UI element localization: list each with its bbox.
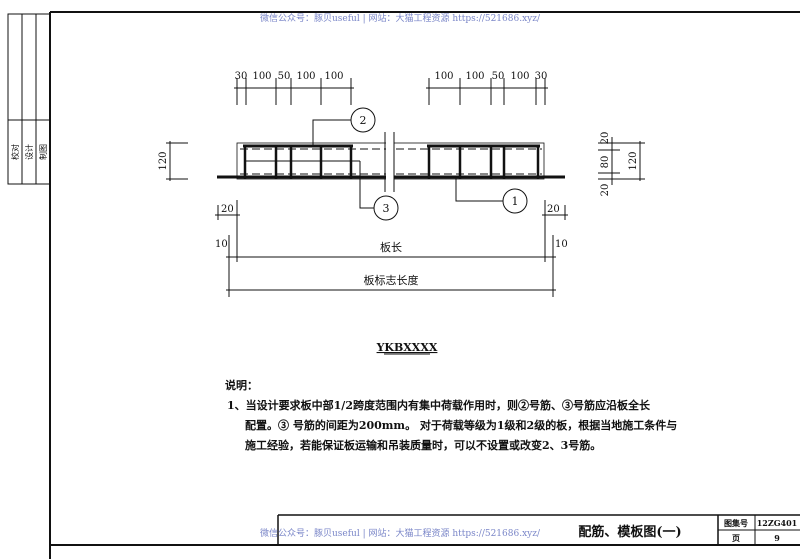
sidebar-roles: 校对 设计 制图	[10, 144, 48, 160]
dim-label: 50	[278, 71, 291, 82]
slab-section	[217, 107, 565, 221]
sheet-frame	[7, 11, 800, 559]
dim-label: 80	[600, 156, 611, 169]
dim-label: 120	[158, 151, 169, 170]
rebar-markers: 1 2 3	[360, 114, 519, 215]
dim-label: 100	[296, 71, 315, 82]
dim-label: 10	[215, 239, 228, 250]
dim-label: 100	[252, 71, 271, 82]
dim-label: 100	[324, 71, 343, 82]
page-number: 9	[774, 533, 780, 543]
dim-label: 100	[434, 71, 453, 82]
note-line: 施工经验，若能保证板运输和吊装质量时，可以不设置或改变2、3号筋。	[245, 438, 601, 452]
atlas-label: 图集号	[724, 518, 748, 528]
board-length-label: 板长	[380, 240, 402, 254]
note-line: 配置。③ 号筋的间距为200mm。 对于荷载等级为1级和2级的板，根据当地施工条…	[245, 418, 677, 432]
watermark-bottom: 微信公众号：豚贝useful | 网站：大猫工程资源 https://52168…	[260, 527, 541, 539]
top-dimensions	[234, 78, 548, 105]
length-dimensions	[215, 200, 568, 297]
marker-3: 3	[383, 202, 390, 215]
dim-label: 30	[535, 71, 548, 82]
height-dimensions	[166, 137, 645, 185]
note-line: 1、当设计要求板中部1/2跨度范围内有集中荷载作用时，则②号筋、③号筋应沿板全长	[227, 398, 651, 412]
dim-label: 50	[492, 71, 505, 82]
notes-heading: 说明：	[225, 378, 258, 392]
dim-label: 100	[465, 71, 484, 82]
role-check: 校对	[10, 144, 20, 160]
watermark-top: 微信公众号：豚贝useful | 网站：大猫工程资源 https://52168…	[260, 12, 541, 24]
length-labels: 20 20 10 10 板长 板标志长度	[215, 204, 568, 287]
role-design: 设计	[24, 144, 34, 160]
sheet-title: 配筋、模板图(一)	[578, 524, 681, 540]
dim-label: 30	[235, 71, 248, 82]
atlas-number: 12ZG401	[757, 518, 798, 528]
page-label: 页	[732, 533, 740, 543]
dim-label: 20	[600, 184, 611, 197]
height-labels: 120 20 80 20 120	[158, 132, 639, 197]
dim-label: 10	[555, 239, 568, 250]
drawing-name: YKBXXXX	[376, 341, 438, 354]
dim-label: 20	[600, 132, 611, 145]
marker-2: 2	[360, 114, 367, 127]
role-draw: 制图	[38, 144, 48, 160]
marker-1: 1	[512, 195, 519, 208]
dim-label: 20	[547, 204, 560, 215]
notes: 说明： 1、当设计要求板中部1/2跨度范围内有集中荷载作用时，则②号筋、③号筋应…	[225, 378, 677, 452]
dim-label: 20	[221, 204, 234, 215]
board-nominal-length-label: 板标志长度	[364, 273, 419, 287]
dim-label: 120	[628, 151, 639, 170]
top-dimension-labels: 30 100 50 100 100 100 100 50 100 30	[235, 71, 548, 82]
dim-label: 100	[510, 71, 529, 82]
